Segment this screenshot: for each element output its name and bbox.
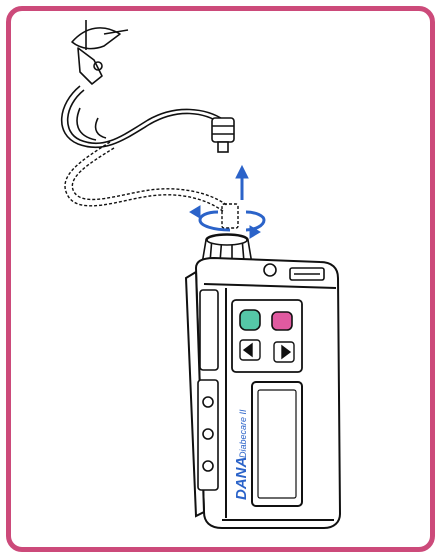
pink-button: [272, 312, 292, 330]
lcd-display: [252, 382, 302, 506]
brand-suffix: Diabecare II: [238, 409, 248, 458]
brand-name: DANA: [233, 457, 250, 500]
dashed-tubing: [65, 142, 228, 212]
tube-connector: [212, 118, 234, 152]
svg-text:DANA: DANA: [233, 457, 250, 500]
up-arrow: [236, 166, 248, 200]
green-button: [240, 310, 260, 330]
infusion-set-needle: [72, 20, 128, 84]
right-arrow-button: [274, 342, 294, 362]
side-panel: [198, 290, 218, 490]
dashed-connector: [222, 204, 238, 228]
infusion-tubing: [62, 86, 224, 147]
left-arrow-button: [240, 340, 260, 360]
